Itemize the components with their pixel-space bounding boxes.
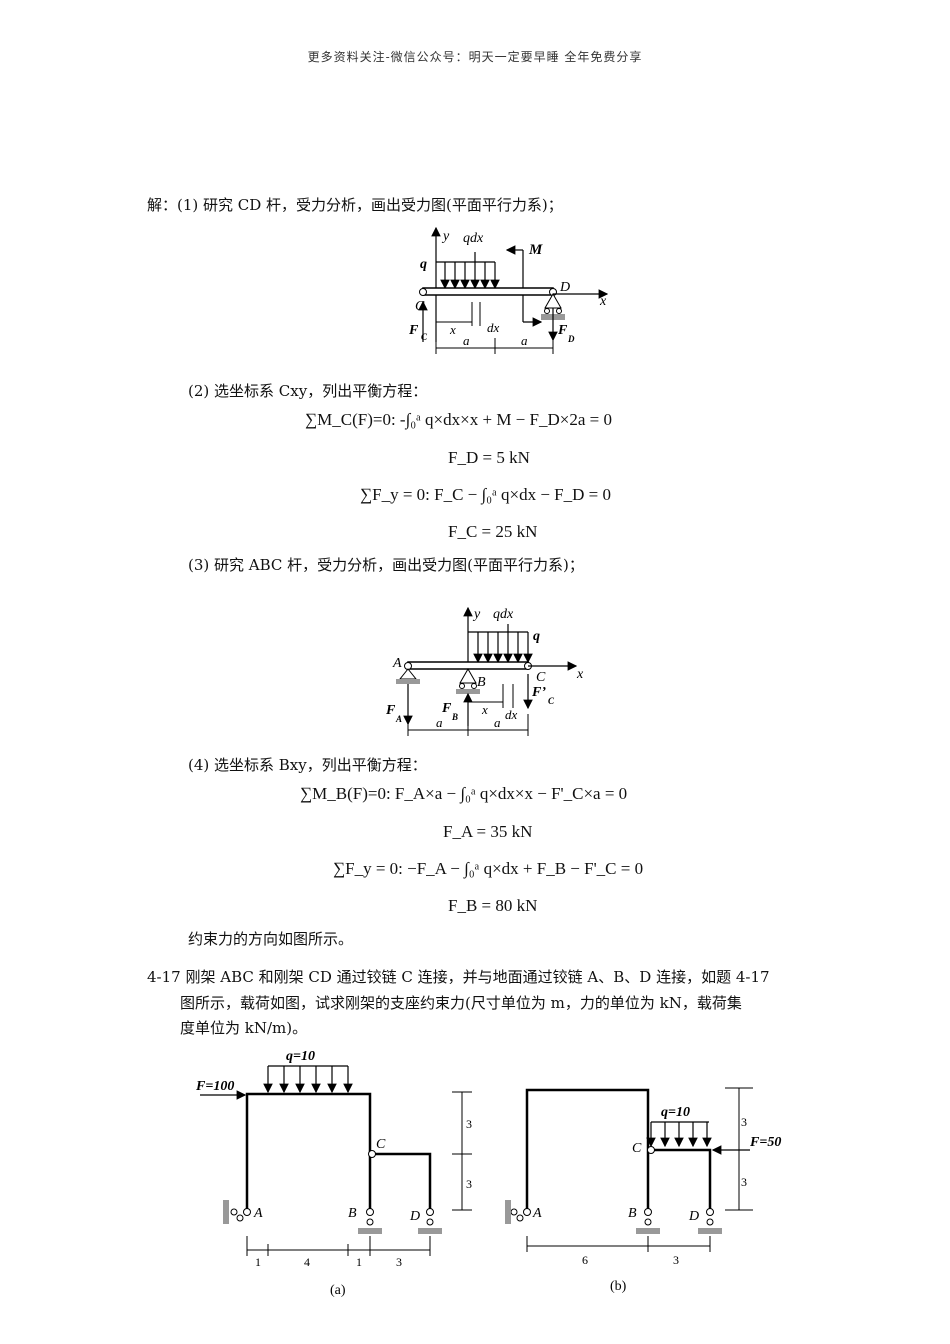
dim-3: 3 <box>396 1255 402 1269</box>
x-axis-label: x <box>599 294 607 309</box>
svg-text:B: B <box>451 712 458 722</box>
abc-beam-figure: y qdx q x A B C F A F B F’ C x dx a a <box>385 606 584 736</box>
y-label: y <box>441 229 450 244</box>
cd-beam-figure: y qdx q M x C D F C F D x dx a a <box>408 226 609 354</box>
caption-a: (a) <box>330 1283 346 1298</box>
frame-figure-b: q=10 C F=50 A B D 6 3 3 3 (b) <box>505 1087 781 1294</box>
q-label: q <box>420 257 427 272</box>
B-label: B <box>348 1206 357 1221</box>
x-dim: x <box>449 322 456 337</box>
step4-text: (4) 选坐标系 Bxy，列出平衡方程： <box>188 756 427 774</box>
M-label: M <box>528 242 543 258</box>
C-label: C <box>376 1137 386 1152</box>
step3-text: (3) 研究 ABC 杆，受力分析，画出受力图(平面平行力系)； <box>188 556 584 574</box>
FC-label: F’ <box>531 685 546 700</box>
dim-6: 6 <box>582 1253 588 1267</box>
dx-dim: dx <box>487 320 500 335</box>
height-3b: 3 <box>741 1175 747 1189</box>
problem-line-3: 度单位为 kN/m)。 <box>180 1019 308 1037</box>
svg-text:D: D <box>567 334 575 344</box>
D-label: D <box>409 1209 420 1224</box>
A-label: A <box>392 656 402 671</box>
result-4: F_B = 80 kN <box>448 896 538 915</box>
q-label: q=10 <box>661 1105 690 1120</box>
A-label: A <box>253 1206 263 1221</box>
dim-1b: 1 <box>356 1255 362 1269</box>
equation-2: ∑F_y = 0: F_C − ∫₀ᵃ q×dx − F_D = 0 <box>360 485 611 504</box>
FD-label: F <box>557 323 568 338</box>
height-3b: 3 <box>466 1177 472 1191</box>
x-dim: x <box>481 702 488 717</box>
dim-1: 1 <box>255 1255 261 1269</box>
qdx-label: qdx <box>493 607 514 622</box>
qdx-label: qdx <box>463 231 484 246</box>
FB-label: F <box>441 701 452 716</box>
step1-text: 解：(1) 研究 CD 杆，受力分析，画出受力图(平面平行力系)； <box>147 196 563 214</box>
note-text: 约束力的方向如图所示。 <box>188 930 354 948</box>
a-dim-1: a <box>463 333 470 348</box>
equation-4: ∑F_y = 0: −F_A − ∫₀ᵃ q×dx + F_B − F'_C =… <box>333 859 644 878</box>
frame-figure-a: q=10 F=100 C A B D 1 4 1 3 3 3 (a) <box>195 1049 472 1298</box>
D-label: D <box>688 1209 699 1224</box>
dx-dim: dx <box>505 707 518 722</box>
y-label: y <box>472 607 481 622</box>
equation-1: ∑M_C(F)=0: -∫₀ᵃ q×dx×x + M − F_D×2a = 0 <box>305 410 612 429</box>
A-label: A <box>532 1206 542 1221</box>
D-label: D <box>559 280 570 295</box>
height-3a: 3 <box>741 1115 747 1129</box>
a-dim-2: a <box>494 715 501 730</box>
result-1: F_D = 5 kN <box>448 448 530 467</box>
page-header: 更多资料关注-微信公众号：明天一定要早睡 全年免费分享 <box>307 50 643 64</box>
B-label: B <box>628 1206 637 1221</box>
step2-text: (2) 选坐标系 Cxy，列出平衡方程： <box>188 382 428 400</box>
problem-line-2: 图所示，载荷如图，试求刚架的支座约束力(尺寸单位为 m，力的单位为 kN，载荷集 <box>180 994 742 1012</box>
C-label: C <box>632 1141 642 1156</box>
FC-label: F <box>408 323 419 338</box>
q-label: q <box>533 629 540 644</box>
F-label: F=50 <box>749 1135 781 1150</box>
B-label: B <box>477 675 486 690</box>
F-label: F=100 <box>195 1079 234 1094</box>
a-dim-1: a <box>436 715 443 730</box>
x-axis-label: x <box>576 667 584 682</box>
svg-text:C: C <box>421 332 428 342</box>
caption-b: (b) <box>610 1279 627 1294</box>
q-label: q=10 <box>286 1049 315 1064</box>
result-2: F_C = 25 kN <box>448 522 538 541</box>
dim-3: 3 <box>673 1253 679 1267</box>
equation-3: ∑M_B(F)=0: F_A×a − ∫₀ᵃ q×dx×x − F'_C×a =… <box>300 784 628 803</box>
result-3: F_A = 35 kN <box>443 822 533 841</box>
svg-text:C: C <box>548 696 555 706</box>
svg-text:A: A <box>395 714 402 724</box>
C-label: C <box>536 670 546 685</box>
a-dim-2: a <box>521 333 528 348</box>
height-3a: 3 <box>466 1117 472 1131</box>
dim-4: 4 <box>304 1255 310 1269</box>
problem-line-1: 4-17 刚架 ABC 和刚架 CD 通过铰链 C 连接，并与地面通过铰链 A、… <box>147 968 770 986</box>
FA-label: F <box>385 703 396 718</box>
